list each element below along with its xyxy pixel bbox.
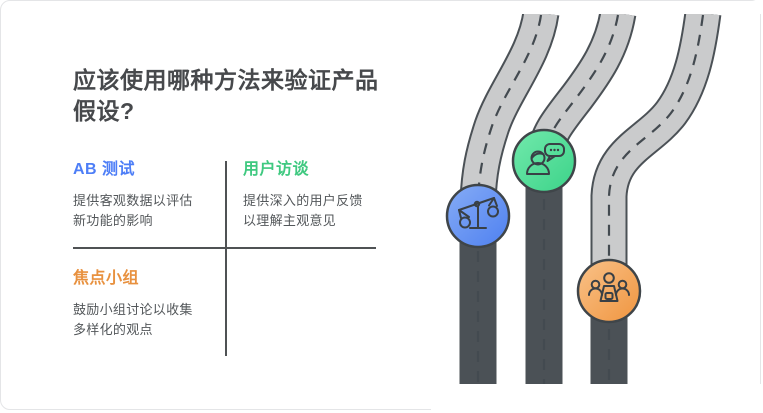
page-title: 应该使用哪种方法来验证产品 假设?	[73, 67, 379, 124]
gray-road-right	[590, 10, 722, 271]
road-top-trim	[431, 1, 763, 14]
quadrant-body: 鼓励小组讨论以收集 多样化的观点	[73, 302, 193, 337]
ab-testing-badge	[445, 183, 511, 249]
focus-group-icon	[588, 272, 630, 302]
quadrant-body: 提供客观数据以评估 新功能的影响	[73, 193, 193, 228]
quadrant-focus-groups: 焦点小组 鼓励小组讨论以收集 多样化的观点	[73, 269, 223, 339]
user-interview-badge	[511, 128, 577, 194]
quadrant-heading: 焦点小组	[73, 270, 140, 287]
balance-scale-icon	[458, 197, 499, 229]
quadrant-user-interviews: 用户访谈 提供深入的用户反馈 以理解主观意见	[243, 160, 393, 230]
quadrant-heading: AB 测试	[73, 161, 136, 178]
gray-road-left	[459, 9, 560, 217]
focus-group-badge	[576, 258, 642, 324]
quadrant-horizontal-divider	[73, 247, 376, 249]
quadrant-body: 提供深入的用户反馈 以理解主观意见	[243, 193, 363, 228]
road-bottom-trim	[431, 384, 763, 413]
quadrant-vertical-divider	[225, 161, 227, 356]
quadrant-heading: 用户访谈	[243, 161, 310, 178]
person-speech-bubble-icon	[526, 143, 565, 175]
quadrant-ab-testing: AB 测试 提供客观数据以评估 新功能的影响	[73, 160, 223, 230]
